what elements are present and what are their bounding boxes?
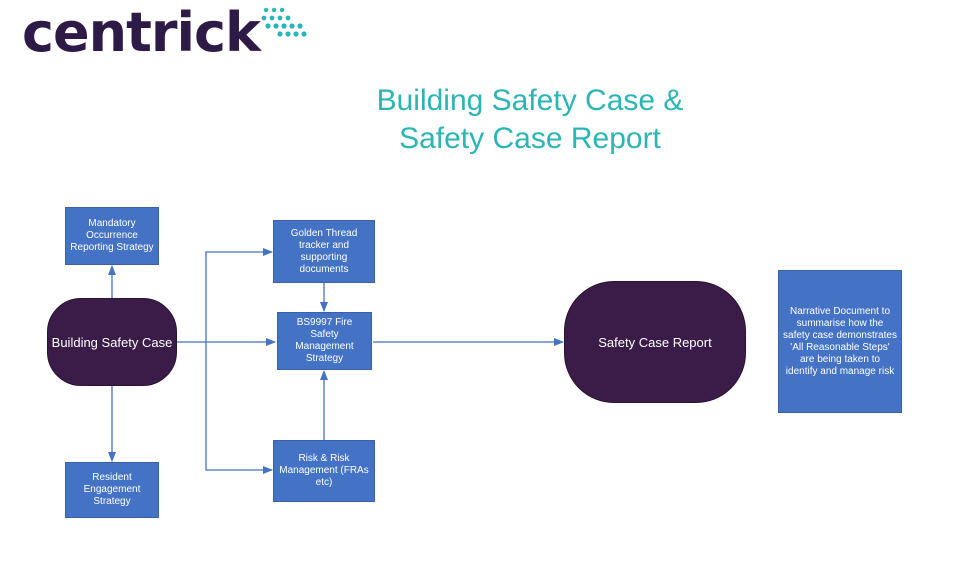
- page-title: Building Safety Case & Safety Case Repor…: [330, 82, 730, 158]
- mandatory-occurrence-label: Mandatory Occurrence Reporting Strategy: [70, 218, 154, 253]
- connector-branch-to-golden-thread: [205, 248, 273, 342]
- golden-thread-label: Golden Thread tracker and supporting doc…: [290, 227, 358, 275]
- logo-dots-icon: [261, 7, 307, 37]
- risk-management-node: Risk & Risk Management (FRAs etc): [273, 440, 375, 502]
- safety-case-report-node: Safety Case Report: [564, 281, 746, 403]
- golden-thread-node: Golden Thread tracker and supporting doc…: [273, 220, 375, 283]
- bs9997-node: BS9997 Fire Safety Management Strategy: [277, 312, 372, 370]
- safety-case-report-label: Safety Case Report: [598, 334, 712, 350]
- bs9997-label: BS9997 Fire Safety Management Strategy: [295, 317, 354, 364]
- title-line-1: Building Safety Case &: [376, 84, 684, 117]
- title-line-2: Safety Case Report: [399, 122, 661, 155]
- narrative-document-node: Narrative Document to summarise how the …: [778, 270, 902, 413]
- mandatory-occurrence-node: Mandatory Occurrence Reporting Strategy: [65, 207, 159, 265]
- resident-engagement-node: Resident Engagement Strategy: [65, 462, 159, 518]
- risk-management-label: Risk & Risk Management (FRAs etc): [279, 453, 369, 488]
- centrick-logo: centrick: [22, 1, 261, 64]
- connector-branch-to-risk: [205, 342, 273, 474]
- building-safety-case-label: Building Safety Case: [51, 334, 173, 350]
- narrative-document-label: Narrative Document to summarise how the …: [783, 305, 897, 377]
- resident-engagement-label: Resident Engagement Strategy: [83, 472, 141, 507]
- building-safety-case-node: Building Safety Case: [47, 298, 177, 386]
